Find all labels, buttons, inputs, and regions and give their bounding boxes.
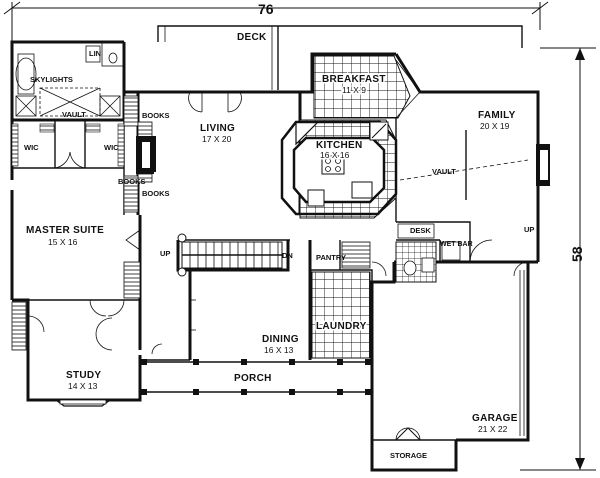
storage-name: STORAGE bbox=[390, 451, 427, 460]
family-vault-label: VAULT bbox=[432, 167, 456, 176]
wet-bar-label: WET BAR bbox=[440, 241, 473, 248]
porch-column bbox=[289, 359, 295, 365]
dining-name: DINING bbox=[262, 334, 299, 345]
deck-label: DECK bbox=[237, 32, 267, 43]
desk-label: DESK bbox=[410, 226, 431, 235]
breakfast-floor bbox=[313, 55, 411, 119]
breakfast-size: 11 X 9 bbox=[342, 85, 366, 95]
breakfast-name: BREAKFAST bbox=[322, 74, 386, 85]
living-doors bbox=[188, 91, 242, 113]
wic-right-label: WIC bbox=[104, 143, 119, 152]
family-fireplace bbox=[399, 130, 550, 200]
living-size: 17 X 20 bbox=[202, 134, 232, 144]
depth-dimension-label: 58 bbox=[569, 246, 585, 262]
study-size: 14 X 13 bbox=[68, 381, 98, 391]
study-name: STUDY bbox=[66, 370, 101, 381]
stair-down-label: DN bbox=[282, 251, 293, 260]
garage-size: 21 X 22 bbox=[478, 424, 508, 434]
kitchen-name: KITCHEN bbox=[316, 140, 363, 151]
pantry-label: PANTRY bbox=[316, 253, 346, 262]
desk-wetbar bbox=[395, 223, 493, 283]
porch-column bbox=[241, 359, 247, 365]
laundry-name: LAUNDRY bbox=[316, 321, 367, 332]
porch-name: PORCH bbox=[234, 373, 272, 384]
width-dimension-line bbox=[3, 1, 549, 44]
master-suite-size: 15 X 16 bbox=[48, 237, 78, 247]
deck-area bbox=[157, 25, 523, 90]
living-name: LIVING bbox=[200, 123, 235, 134]
master-fireplace bbox=[136, 136, 154, 174]
study-details bbox=[11, 301, 163, 407]
porch-columns bbox=[141, 359, 371, 395]
books-top-label: BOOKS bbox=[142, 111, 170, 120]
master-suite-name: MASTER SUITE bbox=[26, 225, 104, 236]
master-bath bbox=[15, 41, 139, 127]
family-name: FAMILY bbox=[478, 110, 516, 121]
porch-column bbox=[241, 389, 247, 395]
porch-column bbox=[365, 389, 371, 395]
porch-column bbox=[193, 389, 199, 395]
depth-dimension-line bbox=[520, 47, 596, 471]
width-dimension-label: 76 bbox=[258, 1, 274, 17]
porch-column bbox=[337, 389, 343, 395]
books-bot-label: BOOKS bbox=[142, 189, 170, 198]
family-up-label: UP bbox=[524, 225, 534, 234]
books-mid-label: BOOKS bbox=[118, 177, 146, 186]
porch-column bbox=[193, 359, 199, 365]
porch-column bbox=[141, 359, 147, 365]
skylights-label: SKYLIGHTS bbox=[30, 75, 73, 84]
dining-details bbox=[190, 299, 196, 331]
staircase bbox=[177, 233, 283, 277]
porch-column bbox=[365, 359, 371, 365]
pantry-closet bbox=[341, 241, 387, 277]
porch-column bbox=[289, 389, 295, 395]
kitchen-size: 16 X 16 bbox=[320, 150, 350, 160]
wic-left-label: WIC bbox=[24, 143, 39, 152]
laundry-floor bbox=[311, 271, 371, 359]
porch-column bbox=[141, 389, 147, 395]
dining-size: 16 X 13 bbox=[264, 345, 294, 355]
stair-up-label: UP bbox=[160, 249, 170, 258]
garage-details bbox=[395, 261, 529, 441]
breakfast-bay bbox=[395, 59, 421, 119]
garage-name: GARAGE bbox=[472, 413, 518, 424]
lin-label: LIN bbox=[89, 49, 101, 58]
bath-vault-label: VAULT bbox=[62, 110, 86, 119]
walk-in-closets bbox=[11, 123, 125, 169]
kitchen-counters bbox=[280, 120, 398, 216]
porch-column bbox=[337, 359, 343, 365]
master-suite-doors bbox=[89, 229, 141, 317]
family-size: 20 X 19 bbox=[480, 121, 510, 131]
